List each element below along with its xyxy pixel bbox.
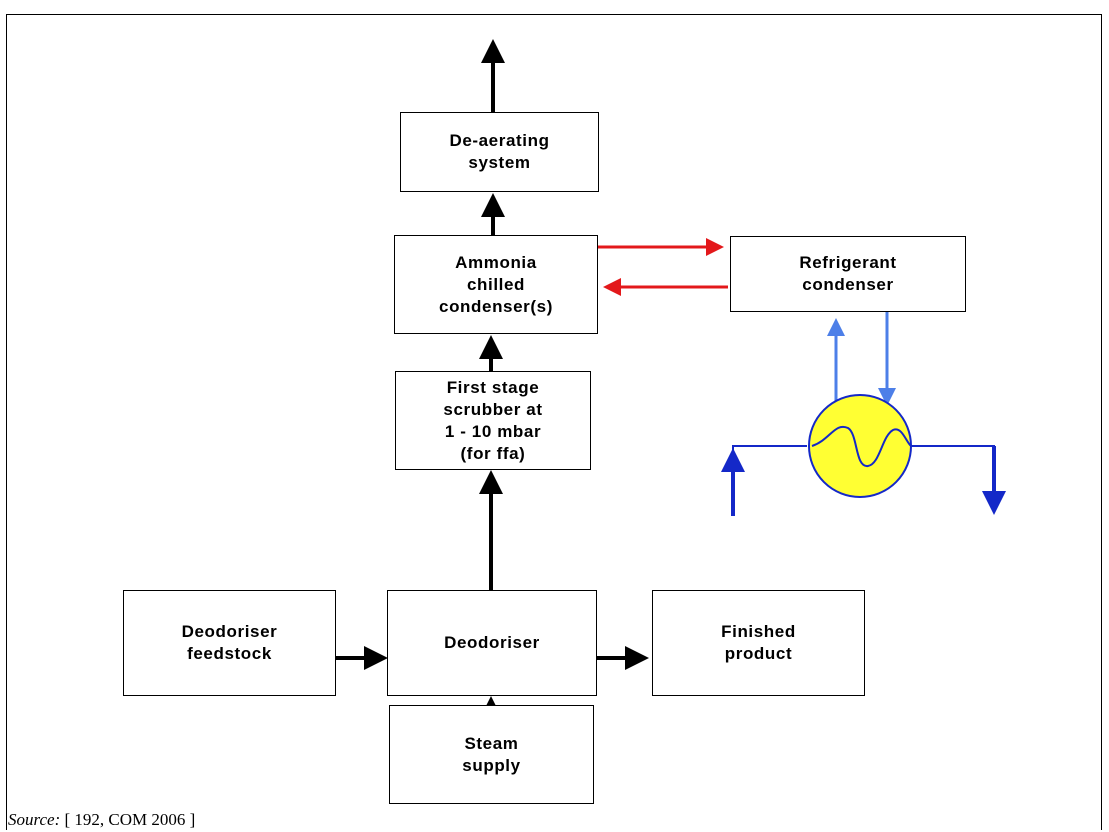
first-stage-scrubber-box: First stage scrubber at 1 - 10 mbar (for… bbox=[395, 371, 591, 470]
finished-product-box: Finished product bbox=[652, 590, 865, 696]
heat-exchanger-icon bbox=[808, 394, 912, 498]
source-citation: Source: [ 192, COM 2006 ] bbox=[8, 810, 195, 830]
deodoriser-feedstock-box: Deodoriser feedstock bbox=[123, 590, 336, 696]
cooling-water-outlet-line bbox=[911, 445, 995, 510]
source-label: Source: bbox=[8, 810, 61, 829]
source-reference: [ 192, COM 2006 ] bbox=[60, 810, 196, 829]
ammonia-condenser-box: Ammonia chilled condenser(s) bbox=[394, 235, 598, 334]
deodoriser-box: Deodoriser bbox=[387, 590, 597, 696]
deaerating-system-box: De-aerating system bbox=[400, 112, 599, 192]
figure-frame bbox=[6, 14, 1102, 830]
cooling-water-inlet-line bbox=[732, 445, 807, 516]
refrigerant-condenser-box: Refrigerant condenser bbox=[730, 236, 966, 312]
steam-supply-box: Steam supply bbox=[389, 705, 594, 804]
